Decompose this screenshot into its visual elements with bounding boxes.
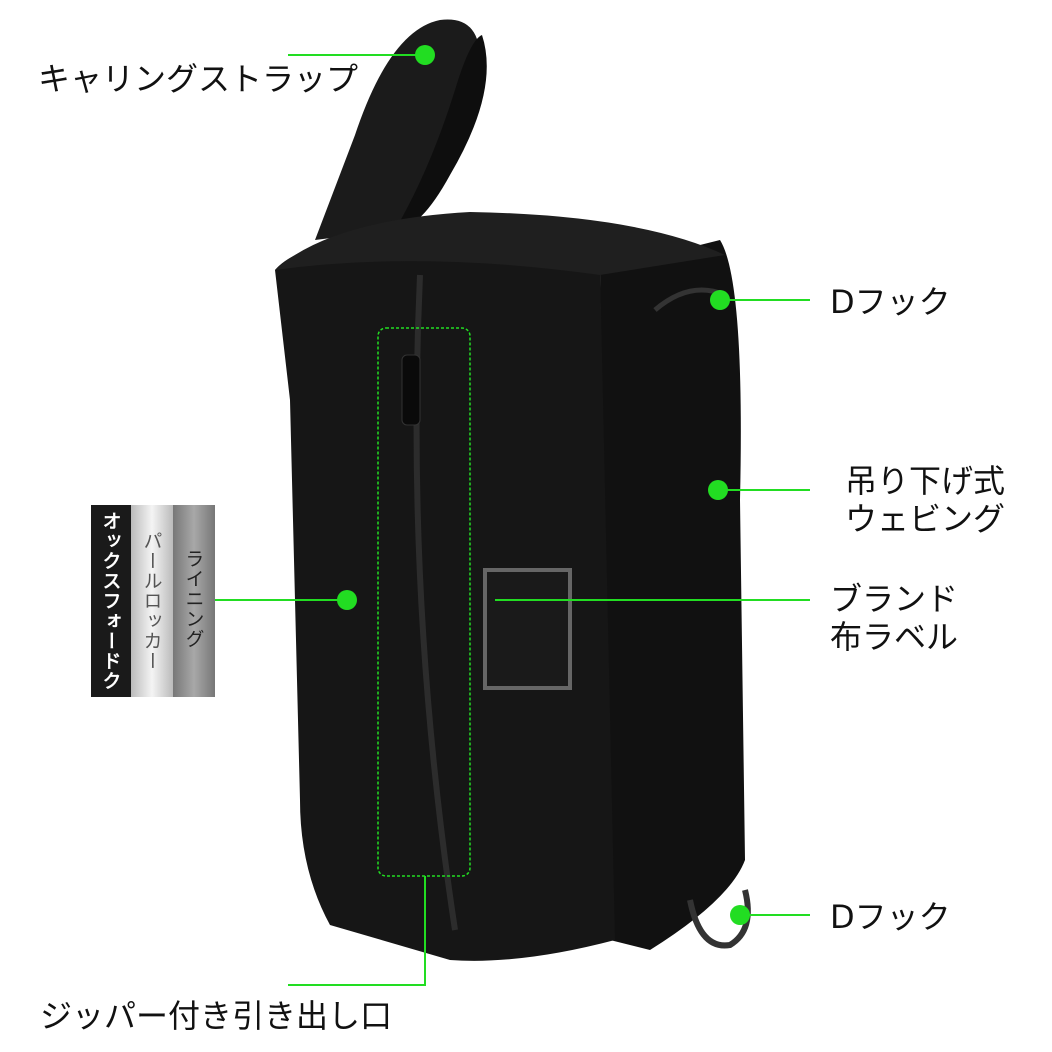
label-brand-2: 布ラベル xyxy=(830,618,959,656)
label-carrying-strap: キャリングストラップ xyxy=(38,60,359,98)
label-zipper-opening: ジッパー付き引き出し口 xyxy=(40,997,393,1035)
material-swatch-lining: ライニング xyxy=(173,505,215,697)
leader-zipper xyxy=(288,876,426,986)
bag-top xyxy=(275,212,725,275)
carrying-strap xyxy=(315,19,480,240)
marker-strap xyxy=(415,45,435,65)
label-d-hook-top: Dフック xyxy=(830,283,951,321)
brand-cloth-label xyxy=(483,568,572,690)
label-brand-1: ブランド xyxy=(830,580,959,618)
material-swatch-oxford: オックスフォードク xyxy=(91,505,131,697)
label-d-hook-bottom: Dフック xyxy=(830,898,951,936)
bag-front xyxy=(275,225,615,961)
label-webbing-2: ウェビング xyxy=(845,500,1006,538)
marker-material xyxy=(337,590,357,610)
marker-webbing xyxy=(708,480,728,500)
bag-side xyxy=(600,240,745,950)
material-swatch-pearl: パールロッカー xyxy=(131,505,173,697)
label-webbing-1: 吊り下げ式 xyxy=(845,462,1006,500)
marker-d-hook-top xyxy=(710,290,730,310)
marker-d-hook-bottom xyxy=(730,905,750,925)
carrying-strap-inner xyxy=(395,35,487,230)
zipper-pull xyxy=(401,354,421,426)
